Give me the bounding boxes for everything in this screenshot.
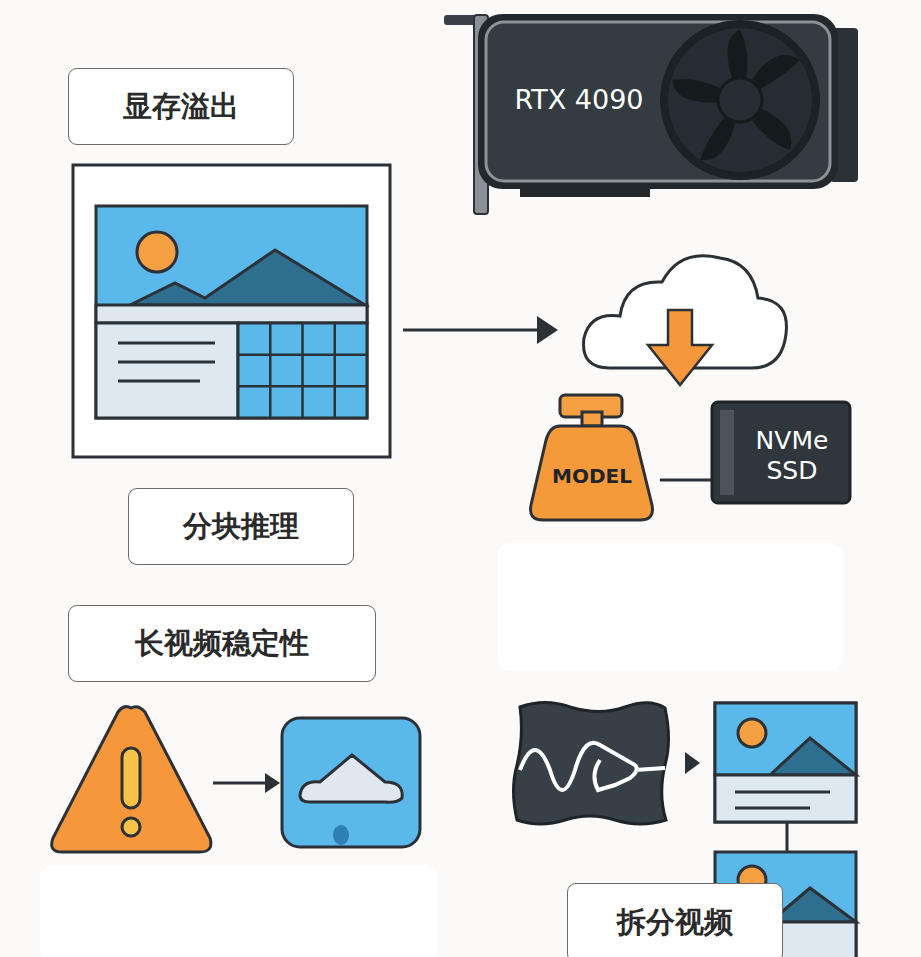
gpu-card xyxy=(444,14,858,214)
label-text: 拆分视频 xyxy=(617,903,733,943)
warning-icon xyxy=(52,707,211,852)
connector-wire xyxy=(660,479,712,482)
label-text: 分块推理 xyxy=(183,507,299,547)
label-text: 显存溢出 xyxy=(123,87,239,127)
ssd-drive xyxy=(712,402,850,503)
blank-panel xyxy=(40,865,437,957)
label-box: 拆分视频 xyxy=(567,883,783,957)
label-box: 分块推理 xyxy=(128,488,354,565)
label-text: 长视频稳定性 xyxy=(135,624,309,664)
model-weight xyxy=(531,395,653,520)
flow-arrow xyxy=(403,329,540,332)
tiled-image xyxy=(73,165,390,457)
gpu-label: RTX 4090 xyxy=(504,84,654,116)
arrow-head xyxy=(265,773,280,793)
download-arrow xyxy=(648,310,712,385)
flow-arrow xyxy=(213,782,268,785)
arrow-head xyxy=(685,752,700,774)
video-frame xyxy=(715,703,856,822)
video-icon xyxy=(514,703,669,825)
label-box: 显存溢出 xyxy=(68,68,294,145)
arrow-head xyxy=(537,316,558,344)
connector-wire xyxy=(786,822,789,852)
label-box: 长视频稳定性 xyxy=(68,605,376,682)
model-label: MODEL xyxy=(537,464,647,488)
ssd-label: NVMe SSD xyxy=(742,426,842,486)
stable-image-icon xyxy=(282,718,420,847)
blank-panel xyxy=(497,543,843,671)
